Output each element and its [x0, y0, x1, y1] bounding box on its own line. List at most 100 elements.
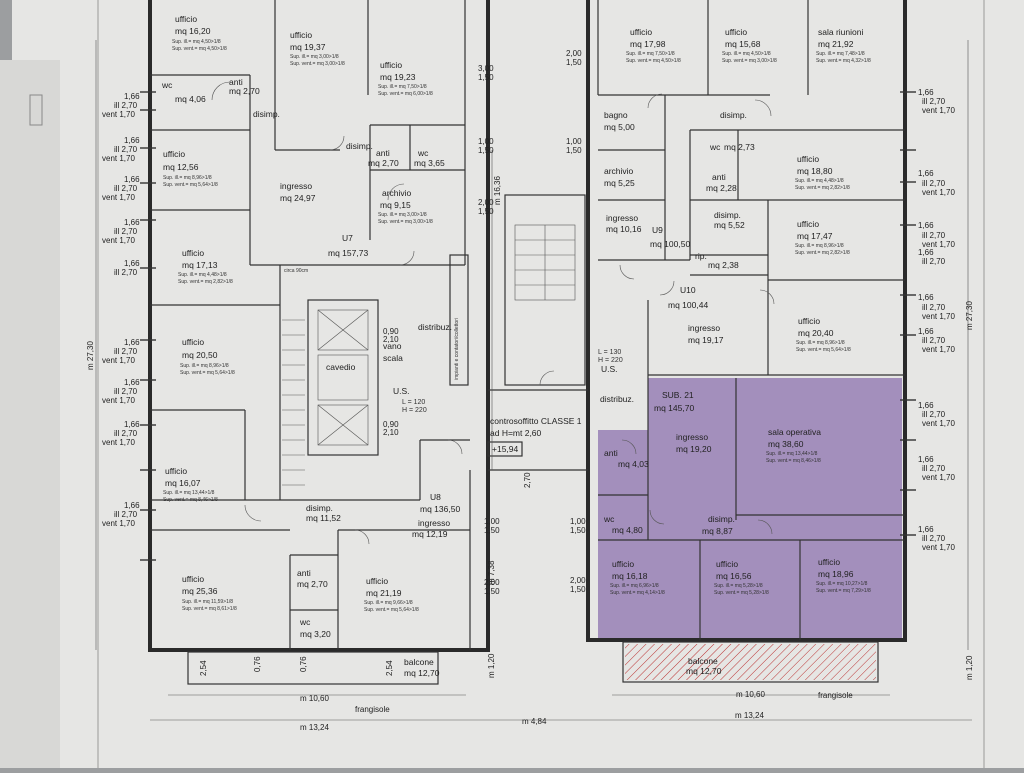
room-ill: Sup. ill.= mq 5,28>1/8 [714, 583, 763, 589]
win-right-vent: vent 1,70 [922, 473, 955, 482]
dim-m120-left: m 1,20 [487, 653, 496, 678]
room-ill: Sup. ill.= mq 3,00>1/8 [378, 212, 427, 218]
room-label-group-left: ufficio mq 16,20 Sup. ill.= mq 4,50>1/8 … [161, 14, 450, 678]
room-vent: Sup. vent.= mq 2,82>1/8 [795, 185, 850, 191]
window-ticks [140, 91, 916, 561]
lift-dim: 0,90 [383, 420, 399, 429]
win-left-vent: vent 1,70 [102, 356, 135, 365]
room-area: mq 16,20 [175, 26, 211, 36]
win-right-vent: vent 1,70 [922, 543, 955, 552]
room-name: ufficio [612, 559, 634, 569]
room-name: ufficio [175, 14, 197, 24]
room-vent: Sup. vent.= mq 5,64>1/8 [796, 347, 851, 353]
room-area: mq 19,20 [676, 444, 712, 454]
room-name: anti [712, 172, 726, 182]
room-area: mq 5,25 [604, 178, 635, 188]
room-area: mq 5,52 [714, 220, 745, 230]
win-right-w: 1,66 [918, 88, 934, 97]
room-name: ufficio [182, 574, 204, 584]
room-vent: Sup. vent.= mq 8,46>1/8 [163, 497, 218, 503]
win-right-vent: vent 1,70 [922, 419, 955, 428]
room-area: mq 9,15 [380, 200, 411, 210]
room-area: mq 12,56 [163, 162, 199, 172]
core-labels: vano scala cavedio distribuz. distribuz.… [284, 268, 634, 454]
room-name: ufficio [182, 248, 204, 258]
win-left-w: 1,66 [124, 259, 140, 268]
room-name: disimp. [714, 210, 741, 220]
room-name: ufficio [366, 576, 388, 586]
room-ill: Sup. ill.= mq 13,44>1/8 [766, 451, 818, 457]
room-area: mq 20,50 [182, 350, 218, 360]
room-area: mq 4,03 [618, 459, 649, 469]
core-window-h: 1,50 [478, 207, 494, 216]
room-ill: Sup. ill.= mq 4,48>1/8 [795, 178, 844, 184]
room-ill: Sup. ill.= mq 8,96>1/8 [796, 340, 845, 346]
circa-label: circa 90cm [284, 268, 308, 274]
room-area: mq 11,52 [306, 513, 341, 523]
room-area: mq 19,23 [380, 72, 416, 82]
left-wing-walls [150, 0, 471, 650]
room-area: mq 16,07 [165, 478, 201, 488]
room-area: mq 18,96 [818, 569, 854, 579]
room-area: mq 16,56 [716, 571, 752, 581]
cavedio-label: cavedio [326, 362, 356, 372]
win-left-ill: ill 2,70 [114, 145, 138, 154]
windows-right-annotations: 1,66 ill 2,70 vent 1,70 1,66 ill 2,70 ve… [918, 88, 955, 552]
dim-balcony-left: m 10,60 [300, 694, 329, 703]
win-left-ill: ill 2,70 [114, 268, 138, 277]
room-name: wc [161, 80, 173, 90]
dim-core-lower: m 7,38 [487, 560, 496, 585]
core-270: 2,70 [523, 472, 532, 488]
win-left-ill: ill 2,70 [114, 387, 138, 396]
dim-total-height-left: m 27,30 [86, 341, 95, 370]
right-window-h: 1,50 [570, 526, 586, 535]
dim-total-height-right: m 27,30 [965, 301, 974, 330]
unit-label-sub21: SUB. 21 [662, 390, 694, 400]
impianti-label: impianti e contatori/collettori [454, 318, 460, 380]
win-left-w: 1,66 [124, 338, 140, 347]
room-name: sala riunioni [818, 27, 863, 37]
win-right-w: 1,66 [918, 327, 934, 336]
room-ill: Sup. ill.= mq 7,50>1/8 [378, 84, 427, 90]
win-right-w: 1,66 [918, 248, 934, 257]
room-name: archivio [382, 188, 412, 198]
core-window-h: 1,50 [484, 587, 500, 596]
room-vent: Sup. vent.= mq 4,50>1/8 [626, 58, 681, 64]
room-name: anti [376, 148, 390, 158]
win-right-ill: ill 2,70 [922, 231, 946, 240]
dim-core-height: m 16,36 [493, 176, 502, 205]
room-ill: Sup. ill.= mq 4,48>1/8 [178, 272, 227, 278]
room-area: mq 15,68 [725, 39, 761, 49]
controsoffitto-line1: controsoffitto CLASSE 1 [490, 416, 582, 426]
win-left-w: 1,66 [124, 378, 140, 387]
room-ill: Sup. ill.= mq 9,66>1/8 [364, 600, 413, 606]
win-right-w: 1,66 [918, 169, 934, 178]
room-name: bagno [604, 110, 628, 120]
balcony-mark: 0,76 [253, 656, 262, 672]
balconies [150, 641, 972, 721]
win-left-vent: vent 1,70 [102, 110, 135, 119]
room-name: anti [229, 77, 243, 87]
room-vent: Sup. vent.= mq 4,50>1/8 [172, 46, 227, 52]
room-name: ufficio [182, 337, 204, 347]
frangisole-left: frangisole [355, 705, 390, 714]
room-ill: Sup. ill.= mq 10,27>1/8 [816, 581, 868, 587]
room-vent: Sup. vent.= mq 3,00>1/8 [722, 58, 777, 64]
room-name: ingresso [280, 181, 312, 191]
lift-dim: 0,90 [383, 327, 399, 336]
scala-label: scala [383, 353, 403, 363]
win-right-ill: ill 2,70 [922, 534, 946, 543]
win-left-ill: ill 2,70 [114, 184, 138, 193]
distribuz-right-label: distribuz. [600, 394, 634, 404]
windows-left-annotations: 1,66 ill 2,70 vent 1,70 1,66 ill 2,70 ve… [102, 92, 140, 528]
room-name: ufficio [165, 466, 187, 476]
room-vent: Sup. vent.= mq 3,00>1/8 [290, 61, 345, 67]
right-window-h: 1,50 [566, 146, 582, 155]
room-name: ufficio [818, 557, 840, 567]
unit-area-u7: mq 157,73 [328, 248, 368, 258]
outer-walls [148, 0, 907, 652]
room-ill: Sup. ill.= mq 8,96>1/8 [163, 175, 212, 181]
room-ill: Sup. ill.= mq 4,50>1/8 [172, 39, 221, 45]
